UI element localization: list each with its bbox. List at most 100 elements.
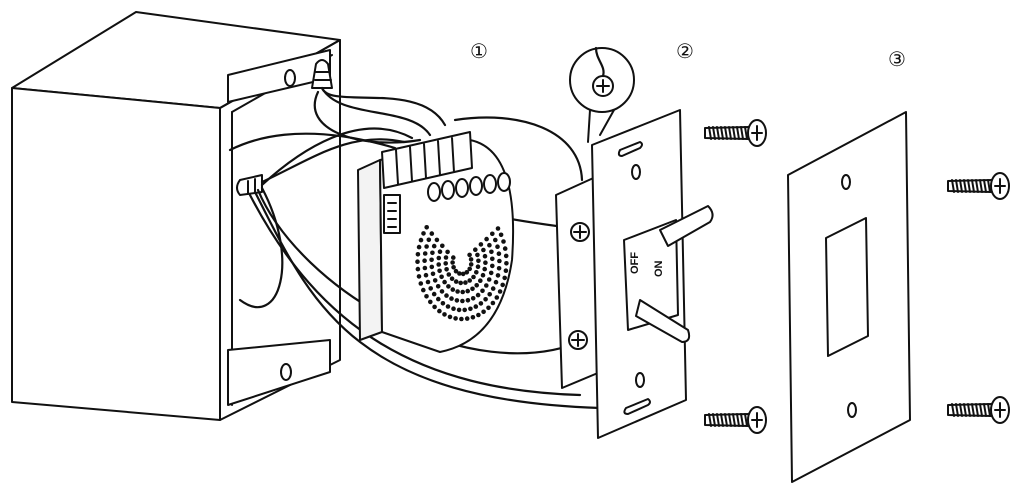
relay-module-side <box>357 159 383 341</box>
vent-dot <box>476 258 481 264</box>
vent-dot <box>504 261 509 266</box>
vent-dot <box>462 307 468 313</box>
vent-dot <box>444 293 449 298</box>
vent-dot <box>490 231 495 237</box>
vent-dot <box>415 259 420 265</box>
vent-dot <box>496 251 502 256</box>
relay-side-connector <box>383 194 401 234</box>
vent-dot <box>464 270 470 275</box>
vent-dot <box>483 297 488 302</box>
relay-vent-dots <box>415 225 509 322</box>
vent-dot <box>495 226 501 231</box>
switch-toggle-down <box>635 299 691 343</box>
vent-dot <box>447 314 453 320</box>
vent-dot <box>490 256 495 262</box>
relay-terminal-block <box>381 131 473 189</box>
vent-dot <box>503 268 509 274</box>
vent-dot <box>478 242 484 247</box>
vent-dot <box>431 291 437 297</box>
vent-dot <box>449 296 454 301</box>
vent-dot <box>484 283 489 288</box>
vent-dot <box>421 231 426 236</box>
junction-box-bottom-tab <box>227 339 331 406</box>
vent-dot <box>490 300 496 306</box>
vent-dot <box>415 252 421 257</box>
vent-dot <box>475 252 480 258</box>
vent-dot <box>426 237 432 243</box>
vent-dot <box>460 289 466 295</box>
terminal-screw-top <box>570 222 590 242</box>
vent-dot <box>418 281 424 286</box>
screw-icon <box>947 396 1010 424</box>
vent-dot <box>424 294 429 299</box>
vent-dot <box>467 252 472 258</box>
vent-dot <box>478 278 483 284</box>
vent-dot <box>422 251 428 256</box>
relay-button-row <box>427 172 511 202</box>
vent-dot <box>493 237 498 243</box>
vent-dot <box>476 312 481 318</box>
vent-dot <box>468 262 474 267</box>
vent-dot <box>435 284 441 289</box>
vent-dot <box>430 250 435 256</box>
vent-dot <box>428 286 434 291</box>
vent-dot <box>497 258 502 264</box>
vent-dot <box>422 258 427 264</box>
vent-dot <box>430 271 436 277</box>
vent-dot <box>487 292 493 297</box>
vent-dot <box>434 237 440 243</box>
wire-nut-top <box>311 59 333 89</box>
vent-dot <box>490 263 495 269</box>
vent-dot <box>440 243 445 249</box>
vent-dot <box>465 298 471 303</box>
vent-dot <box>415 266 421 272</box>
vent-dot <box>436 255 442 261</box>
vent-dot <box>493 279 499 285</box>
vent-dot <box>429 264 435 270</box>
vent-dot <box>450 260 455 265</box>
vent-dot <box>486 277 492 282</box>
vent-dot <box>429 231 435 236</box>
vent-dot <box>496 266 502 271</box>
light-switch: OFF ON <box>555 46 714 439</box>
vent-dot <box>439 274 444 280</box>
step-number-2: ② <box>676 39 694 63</box>
vent-dot <box>440 301 446 306</box>
vent-dot <box>437 268 442 274</box>
vent-dot <box>418 237 424 243</box>
vent-dot <box>468 257 474 262</box>
vent-dot <box>474 270 479 275</box>
vent-dot <box>458 280 464 286</box>
vent-dot <box>445 249 450 255</box>
vent-dot <box>467 278 473 283</box>
vent-dot <box>489 249 494 255</box>
vent-dot <box>494 295 500 300</box>
vent-dot <box>436 296 441 302</box>
vent-dot <box>444 267 449 272</box>
vent-dot <box>501 239 506 244</box>
vent-dot <box>463 280 468 285</box>
vent-dot <box>416 274 422 279</box>
screw-icon <box>704 119 767 147</box>
vent-dot <box>488 270 494 276</box>
vent-dot <box>481 247 486 253</box>
screws <box>704 119 1010 434</box>
vent-dot <box>470 296 476 301</box>
vent-dot <box>443 261 449 266</box>
vent-dot <box>425 279 431 285</box>
vent-dot <box>480 288 485 294</box>
switch-face <box>623 219 679 331</box>
vent-dot <box>473 304 479 309</box>
wire-nut-left <box>236 174 263 196</box>
vent-dot <box>481 309 486 315</box>
vent-dot <box>422 265 428 271</box>
vent-dot <box>475 292 481 298</box>
vent-dot <box>503 253 509 259</box>
vent-dot <box>453 268 459 274</box>
vent-dot <box>443 255 449 260</box>
vent-dot <box>450 287 456 292</box>
vent-dot <box>468 306 473 312</box>
vent-dot <box>478 301 484 306</box>
